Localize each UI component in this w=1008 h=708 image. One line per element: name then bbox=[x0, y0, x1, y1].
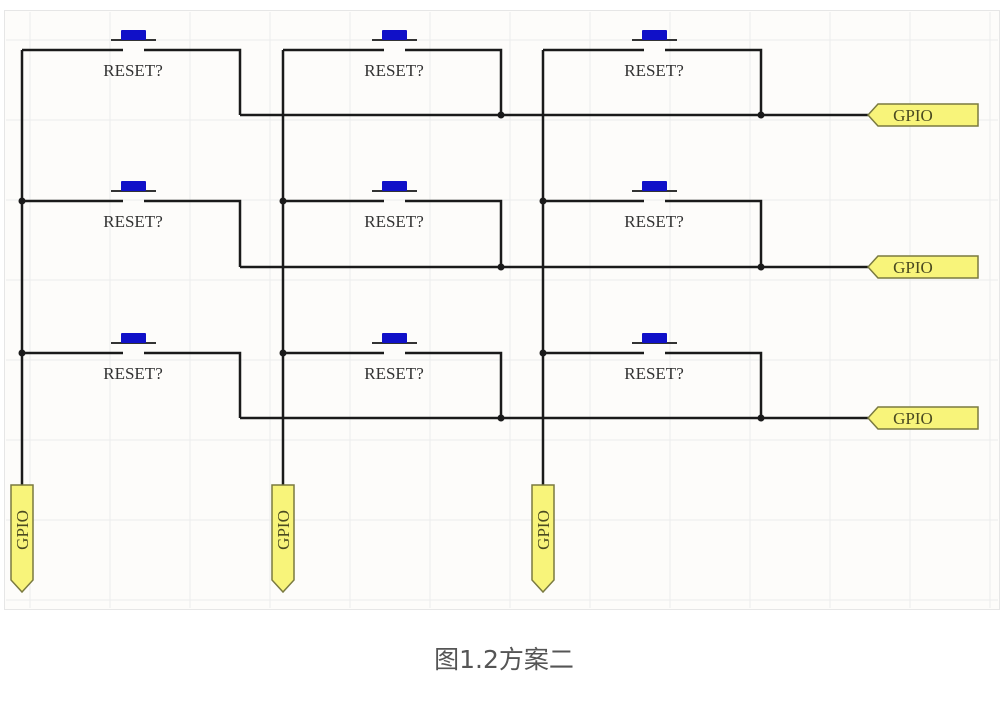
switch-wire bbox=[665, 351, 763, 418]
switch-wire bbox=[665, 199, 763, 267]
junction-dot bbox=[757, 263, 765, 271]
switch-label: RESET? bbox=[364, 61, 424, 80]
pushbutton-icon bbox=[642, 333, 667, 343]
junction-dot bbox=[279, 349, 287, 357]
figure-caption: 图1.2方案二 bbox=[434, 645, 574, 674]
pushbutton-icon bbox=[121, 181, 146, 191]
switch-label: RESET? bbox=[364, 364, 424, 383]
pushbutton-icon bbox=[382, 181, 407, 191]
junction-dot bbox=[497, 263, 505, 271]
gpio-column-port bbox=[10, 484, 34, 594]
gpio-row-port bbox=[866, 406, 979, 430]
pushbutton-icon bbox=[642, 181, 667, 191]
junction-dot bbox=[757, 414, 765, 422]
switch-label: RESET? bbox=[103, 212, 163, 231]
junction-dot bbox=[497, 111, 505, 119]
switch-label: RESET? bbox=[624, 364, 684, 383]
gpio-port-label: GPIO bbox=[893, 409, 933, 428]
pushbutton-icon bbox=[382, 333, 407, 343]
switch-wire bbox=[665, 48, 763, 115]
pushbutton-icon bbox=[642, 30, 667, 40]
switch-wire bbox=[405, 351, 503, 418]
switch-wire bbox=[144, 48, 242, 115]
gpio-port-label: GPIO bbox=[274, 510, 293, 550]
junction-dot bbox=[18, 349, 26, 357]
gpio-row-port bbox=[866, 255, 979, 279]
switch-label: RESET? bbox=[364, 212, 424, 231]
gpio-port-label: GPIO bbox=[534, 510, 553, 550]
switch-wire bbox=[405, 48, 503, 115]
switch-label: RESET? bbox=[103, 364, 163, 383]
gpio-row-port bbox=[866, 103, 979, 127]
gpio-column-port bbox=[531, 484, 555, 594]
junction-dot bbox=[279, 197, 287, 205]
keypad-matrix-schematic: RESET? RESET? RESET? RESET? RESET? RESET? RESE… bbox=[6, 12, 998, 608]
switch-label: RESET? bbox=[103, 61, 163, 80]
gpio-port-label: GPIO bbox=[893, 106, 933, 125]
pushbutton-icon bbox=[121, 30, 146, 40]
switch-wire bbox=[144, 199, 242, 267]
junction-dot bbox=[757, 111, 765, 119]
junction-dot bbox=[18, 197, 26, 205]
gpio-port-label: GPIO bbox=[13, 510, 32, 550]
junction-dot bbox=[497, 414, 505, 422]
pushbutton-icon bbox=[121, 333, 146, 343]
switch-wire bbox=[144, 351, 242, 418]
switch-label: RESET? bbox=[624, 212, 684, 231]
switch-label: RESET? bbox=[624, 61, 684, 80]
pushbutton-icon bbox=[382, 30, 407, 40]
junction-dot bbox=[539, 349, 547, 357]
junction-dot bbox=[539, 197, 547, 205]
switch-wire bbox=[405, 199, 503, 267]
gpio-column-port bbox=[271, 484, 295, 594]
gpio-port-label: GPIO bbox=[893, 258, 933, 277]
